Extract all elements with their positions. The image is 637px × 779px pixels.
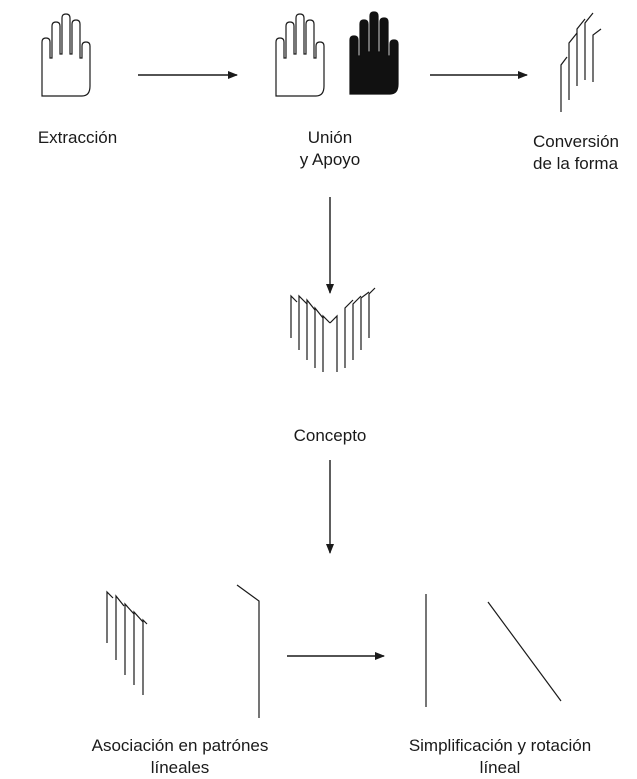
hand-outline-icon [275, 13, 325, 97]
label-conversion: Conversión de la forma [533, 131, 637, 175]
label-concept-line-1: Concepto [293, 426, 367, 445]
hand-filled-icon [349, 11, 399, 95]
label-concept: Concepto [270, 425, 390, 447]
label-simplification: Simplificación y rotación líneal [370, 735, 630, 779]
label-conversion-line-2: de la forma [533, 154, 619, 173]
linear-hand-icon [560, 12, 602, 112]
parallel-lines-icon [106, 590, 148, 695]
label-association: Asociación en patrónes líneales [55, 735, 305, 779]
label-simplification-line-2: líneal [479, 758, 521, 777]
label-union-line-2: y Apoyo [299, 150, 361, 169]
label-association-line-1: Asociación en patrónes [91, 736, 269, 755]
linear-concept-icon [290, 287, 376, 372]
label-union-line-1: Unión [307, 128, 353, 147]
label-union: Unión y Apoyo [270, 127, 390, 171]
diagonal-line-icon [487, 601, 562, 702]
label-conversion-line-1: Conversión [533, 132, 619, 151]
label-extraction-line-1: Extracción [37, 128, 118, 147]
label-simplification-line-1: Simplificación y rotación [408, 736, 592, 755]
bent-line-icon [236, 584, 260, 718]
label-association-line-2: líneales [150, 758, 210, 777]
label-extraction: Extracción [10, 127, 145, 149]
hand-outline-icon [41, 13, 91, 97]
